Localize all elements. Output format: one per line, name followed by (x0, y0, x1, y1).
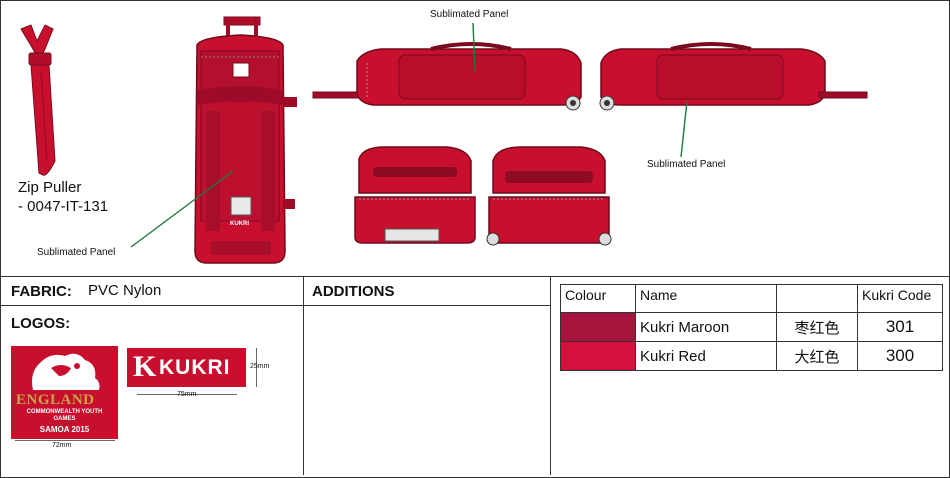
logos-label: LOGOS: (11, 315, 71, 332)
fabric-logos-cell: FABRIC: PVC Nylon LOGOS: ENGLAND COMMONW… (1, 277, 304, 475)
colour-chinese: 大红色 (776, 341, 858, 371)
fabric-value: PVC Nylon (88, 282, 162, 299)
additions-label: ADDITIONS (312, 283, 395, 300)
additions-cell: ADDITIONS (304, 277, 551, 475)
england-dim-line (15, 440, 115, 441)
england-title: ENGLAND (16, 392, 95, 408)
bag-kukri-tag: KUKRI (230, 221, 249, 227)
end-view-bag-right (486, 146, 612, 246)
sublimated-panel-label-top: Sublimated Panel (430, 9, 509, 20)
colour-code: 300 (857, 341, 943, 371)
kukri-width-dim: 75mm (177, 391, 197, 398)
leader-line-right (680, 100, 688, 158)
fabric-label: FABRIC: (11, 283, 72, 300)
swatch-maroon (560, 312, 636, 342)
header-chinese (776, 284, 858, 313)
leader-line-left (130, 170, 234, 248)
kukri-height-dim-line (256, 348, 257, 387)
zip-puller-label: Zip Puller (18, 179, 82, 196)
kukri-wordmark: KUKRI (159, 356, 231, 379)
zip-puller-illustration (20, 24, 56, 176)
end-view-bag-left (354, 146, 476, 244)
kukri-dim-line (137, 394, 237, 395)
kukri-height-dim: 25mm (250, 363, 270, 370)
bag-illustrations (20, 16, 868, 264)
header-colour: Colour (560, 284, 636, 313)
colour-chinese: 枣红色 (776, 312, 858, 342)
additions-header-row: ADDITIONS (304, 277, 550, 306)
colour-table: Colour Name Kukri Code Kukri Maroon 枣红色 … (560, 284, 943, 371)
england-logo: ENGLAND COMMONWEALTH YOUTH GAMES SAMOA 2… (11, 346, 118, 439)
colour-table-header: Colour Name Kukri Code (560, 284, 943, 313)
spec-panel: FABRIC: PVC Nylon LOGOS: ENGLAND COMMONW… (0, 276, 950, 478)
colour-row-maroon: Kukri Maroon 枣红色 301 (560, 312, 943, 342)
header-code: Kukri Code (857, 284, 943, 313)
england-line3: SAMOA 2015 (39, 425, 90, 434)
kukri-logo: K KUKRI (127, 348, 246, 387)
sublimated-panel-label-right: Sublimated Panel (647, 159, 726, 170)
side-view-bag-left (312, 42, 582, 111)
header-name: Name (635, 284, 777, 313)
leader-line-top (472, 22, 476, 72)
england-line1: COMMONWEALTH YOUTH (26, 409, 103, 415)
swatch-red (560, 341, 636, 371)
colour-code: 301 (857, 312, 943, 342)
illustration-panel: Zip Puller - 0047-IT-131 Sublimated Pane… (0, 0, 950, 277)
england-line2: GAMES (53, 416, 76, 422)
england-width-dim: 72mm (52, 442, 72, 449)
lion-emblem-icon (32, 353, 100, 390)
colour-name: Kukri Red (635, 341, 777, 371)
fabric-row: FABRIC: PVC Nylon (1, 277, 303, 306)
side-view-bag-right (599, 42, 868, 111)
kukri-mark-icon: K (133, 350, 157, 383)
colour-cell: Colour Name Kukri Code Kukri Maroon 枣红色 … (551, 277, 949, 475)
zip-puller-code: - 0047-IT-131 (18, 198, 109, 215)
front-view-bag (194, 16, 297, 264)
colour-row-red: Kukri Red 大红色 300 (560, 341, 943, 371)
sublimated-panel-label-left: Sublimated Panel (37, 247, 116, 258)
colour-name: Kukri Maroon (635, 312, 777, 342)
